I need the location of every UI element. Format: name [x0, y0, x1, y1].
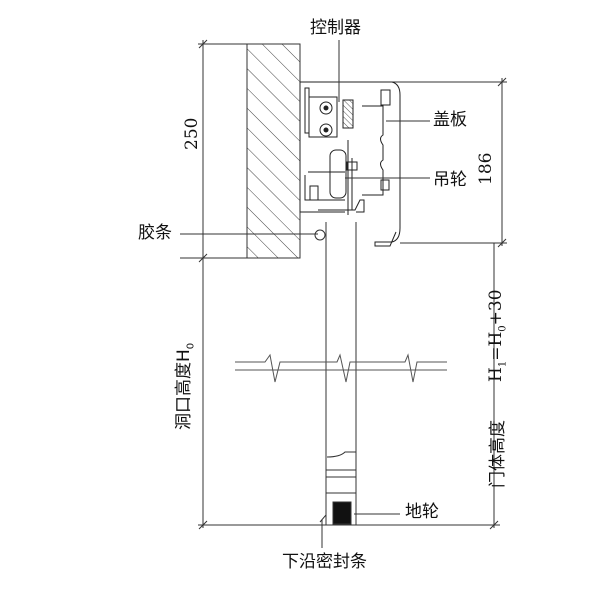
- dim-door-formula: H1=H0+30: [486, 289, 509, 382]
- housing: [299, 81, 401, 247]
- label-door-body-height: 门体高度: [488, 420, 508, 488]
- dim-250: 250: [182, 117, 202, 150]
- label-hanging-wheel: 吊轮: [433, 170, 467, 190]
- wall-section: [246, 43, 301, 259]
- formula-mid: =H: [486, 331, 506, 361]
- formula-sub1: 1: [497, 360, 509, 368]
- rubber-strip: [314, 229, 326, 241]
- opening-height-text: 洞口高度H: [174, 349, 194, 430]
- formula-tail: +30: [486, 289, 506, 326]
- dimension-lines: [180, 39, 507, 530]
- label-cover-plate: 盖板: [433, 110, 467, 130]
- door-panel: [319, 222, 400, 548]
- label-ground-wheel: 地轮: [405, 502, 439, 522]
- formula-h: H: [486, 367, 506, 382]
- dim-opening-height: 洞口高度H0: [174, 342, 197, 430]
- label-bottom-seal: 下沿密封条: [282, 552, 367, 572]
- dim-186: 186: [476, 152, 496, 185]
- label-controller: 控制器: [310, 18, 361, 38]
- formula-sub0: 0: [497, 325, 509, 332]
- break-lines: [235, 353, 447, 383]
- ground-wheel: [332, 501, 352, 525]
- label-rubber-strip: 胶条: [138, 223, 172, 243]
- opening-height-sub: 0: [185, 342, 197, 350]
